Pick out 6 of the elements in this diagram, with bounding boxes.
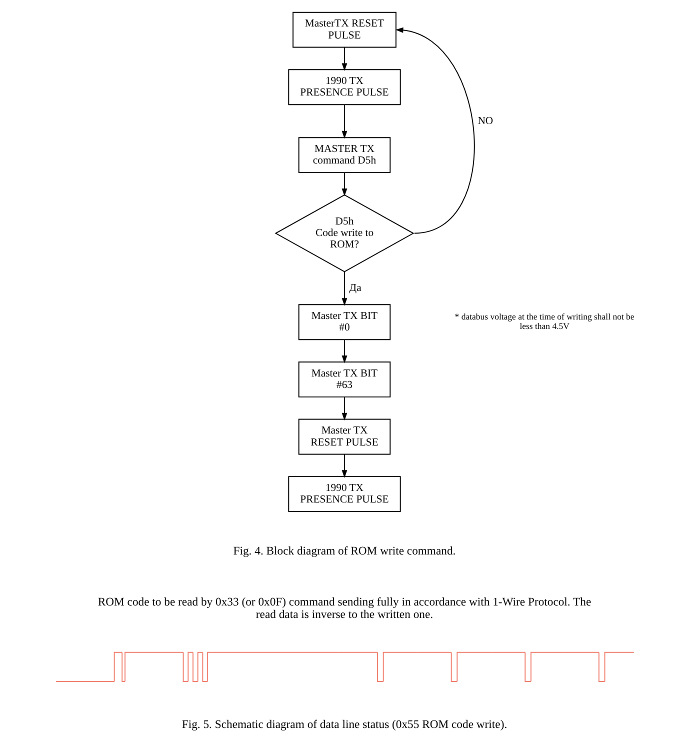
edge-label: NO xyxy=(478,114,494,127)
label: * databus voltage at the time of writing shall not be less than 4.5V xyxy=(454,311,634,332)
label: Fig. 4. Block diagram of ROM write command. xyxy=(233,544,456,558)
label: Fig. 5. Schematic diagram of data line status (0x55 ROM code write). xyxy=(182,718,508,732)
label: ROM code to be read by 0x33 (or 0x0F) command sending fully in accordance with 1-Wire Protocol. The read data is inverse to the written one. xyxy=(98,595,592,621)
edge-label: Да xyxy=(349,282,362,294)
